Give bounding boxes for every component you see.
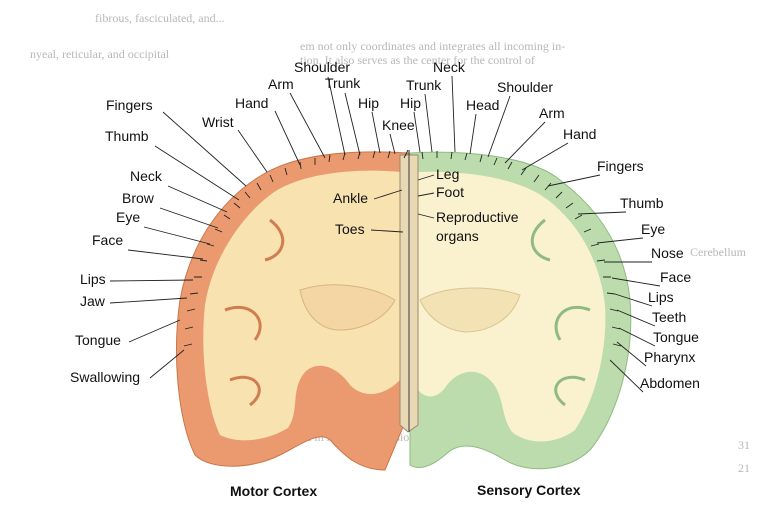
sensory-edge-ticks <box>421 151 622 347</box>
bg-text-left: nyeal, reticular, and occipital <box>30 47 170 61</box>
sensory-ventricle <box>419 287 521 333</box>
label-shoulder: Shoulder <box>294 59 350 75</box>
motor-white-matter <box>203 170 400 441</box>
sensory-hemisphere <box>409 151 632 470</box>
caption-motor-cortex: Motor Cortex <box>230 483 317 499</box>
label-reproductive: Reproductive <box>436 209 519 225</box>
label-eye: Eye <box>116 209 140 225</box>
label-foot: Foot <box>436 184 464 200</box>
sensory-sulcus <box>530 218 591 407</box>
label-arm: Arm <box>268 76 294 92</box>
label-jaw: Jaw <box>80 293 106 309</box>
label-arm: Arm <box>539 105 565 121</box>
label-neck: Neck <box>433 59 466 75</box>
label-tongue: Tongue <box>653 329 699 345</box>
sensory-leader-lines <box>413 75 661 393</box>
label-hand: Hand <box>235 95 268 111</box>
label-nose: Nose <box>651 245 684 261</box>
label-teeth: Teeth <box>652 309 686 325</box>
motor-sulcus <box>224 218 285 407</box>
bg-text-line: em not only coordinates and integrates a… <box>300 39 565 53</box>
label-hip: Hip <box>358 95 379 111</box>
motor-leader-lines <box>109 76 404 379</box>
label-hip: Hip <box>400 95 421 111</box>
label-wrist: Wrist <box>202 114 234 130</box>
label-fingers: Fingers <box>106 97 153 113</box>
bg-text-left-margin: Cerebellum <box>690 245 747 259</box>
bg-text-line: tion. It also serves as the center for t… <box>300 53 535 67</box>
caption-sensory-cortex: Sensory Cortex <box>477 482 581 498</box>
label-trunk: Trunk <box>325 75 361 91</box>
label-hand: Hand <box>563 126 596 142</box>
motor-hemisphere <box>176 151 409 471</box>
label-thumb: Thumb <box>105 128 149 144</box>
label-tongue: Tongue <box>75 332 121 348</box>
label-face: Face <box>92 232 123 248</box>
label-abdomen: Abdomen <box>640 375 700 391</box>
label-eye: Eye <box>641 221 665 237</box>
label-organs: organs <box>436 228 479 244</box>
motor-ventricle <box>299 284 396 331</box>
bg-text-top-left: fibrous, fasciculated, and... <box>95 11 225 25</box>
motor-labels: Fingers Wrist Hand Arm Shoulder Trunk Hi… <box>70 59 415 385</box>
label-swallowing: Swallowing <box>70 369 140 385</box>
label-trunk: Trunk <box>406 77 442 93</box>
label-fingers: Fingers <box>597 158 644 174</box>
label-knee: Knee <box>382 117 415 133</box>
label-pharynx: Pharynx <box>644 349 695 365</box>
label-leg: Leg <box>436 166 459 182</box>
label-lips: Lips <box>80 271 106 287</box>
label-thumb: Thumb <box>620 195 664 211</box>
label-shoulder: Shoulder <box>497 79 553 95</box>
label-brow: Brow <box>122 190 155 206</box>
sensory-labels: Neck Trunk Hip Head Shoulder Arm Hand Fi… <box>400 59 700 391</box>
label-lips: Lips <box>648 289 674 305</box>
label-neck: Neck <box>130 168 163 184</box>
label-head: Head <box>466 97 499 113</box>
bg-page-number: 21 <box>738 461 750 475</box>
bg-page-number: 31 <box>738 438 750 452</box>
label-face: Face <box>660 269 691 285</box>
label-ankle: Ankle <box>333 190 368 206</box>
motor-edge-ticks <box>183 149 409 347</box>
label-toes: Toes <box>335 221 365 237</box>
